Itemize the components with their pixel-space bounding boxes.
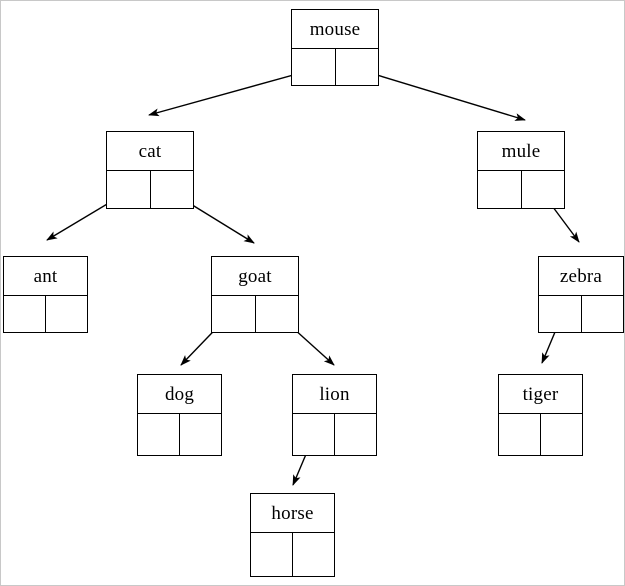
pointer-cell-left-zebra[interactable] — [539, 296, 582, 332]
tree-node-ant[interactable]: ant — [3, 256, 88, 333]
node-label-goat: goat — [212, 257, 298, 296]
tree-node-goat[interactable]: goat — [211, 256, 299, 333]
node-label-horse: horse — [251, 494, 334, 533]
node-pointer-cells-dog — [138, 414, 221, 455]
pointer-cell-left-goat[interactable] — [212, 296, 256, 332]
node-pointer-cells-cat — [107, 171, 193, 208]
node-label-lion: lion — [293, 375, 376, 414]
pointer-cell-left-cat[interactable] — [107, 171, 151, 208]
pointer-cell-right-horse[interactable] — [293, 533, 334, 576]
pointer-cell-right-cat[interactable] — [150, 171, 193, 208]
node-pointer-cells-mouse — [292, 49, 378, 85]
tree-node-zebra[interactable]: zebra — [538, 256, 624, 333]
node-label-ant: ant — [4, 257, 87, 296]
node-pointer-cells-zebra — [539, 296, 623, 332]
tree-node-lion[interactable]: lion — [292, 374, 377, 456]
pointer-cell-right-tiger[interactable] — [541, 414, 582, 455]
pointer-cell-right-ant[interactable] — [46, 296, 87, 332]
pointer-cell-right-dog[interactable] — [180, 414, 221, 455]
node-pointer-cells-horse — [251, 533, 334, 576]
pointer-cell-left-lion[interactable] — [293, 414, 335, 455]
edge-mouse-to-mule — [353, 67, 526, 121]
node-pointer-cells-ant — [4, 296, 87, 332]
tree-node-dog[interactable]: dog — [137, 374, 222, 456]
pointer-cell-right-mule[interactable] — [521, 171, 564, 208]
tree-node-horse[interactable]: horse — [250, 493, 335, 577]
node-label-cat: cat — [107, 132, 193, 171]
pointer-cell-left-mule[interactable] — [478, 171, 522, 208]
node-pointer-cells-goat — [212, 296, 298, 332]
node-label-dog: dog — [138, 375, 221, 414]
node-label-zebra: zebra — [539, 257, 623, 296]
node-label-mule: mule — [478, 132, 564, 171]
node-pointer-cells-tiger — [499, 414, 582, 455]
pointer-cell-right-lion[interactable] — [335, 414, 376, 455]
pointer-cell-left-tiger[interactable] — [499, 414, 541, 455]
node-pointer-cells-lion — [293, 414, 376, 455]
tree-node-mouse[interactable]: mouse — [291, 9, 379, 86]
pointer-cell-left-ant[interactable] — [4, 296, 46, 332]
node-label-mouse: mouse — [292, 10, 378, 49]
pointer-cell-right-mouse[interactable] — [335, 49, 378, 85]
pointer-cell-left-mouse[interactable] — [292, 49, 336, 85]
tree-node-tiger[interactable]: tiger — [498, 374, 583, 456]
node-pointer-cells-mule — [478, 171, 564, 208]
pointer-cell-right-goat[interactable] — [255, 296, 298, 332]
pointer-cell-left-horse[interactable] — [251, 533, 293, 576]
tree-node-cat[interactable]: cat — [106, 131, 194, 209]
node-label-tiger: tiger — [499, 375, 582, 414]
pointer-cell-right-zebra[interactable] — [581, 296, 623, 332]
tree-node-mule[interactable]: mule — [477, 131, 565, 209]
pointer-cell-left-dog[interactable] — [138, 414, 180, 455]
